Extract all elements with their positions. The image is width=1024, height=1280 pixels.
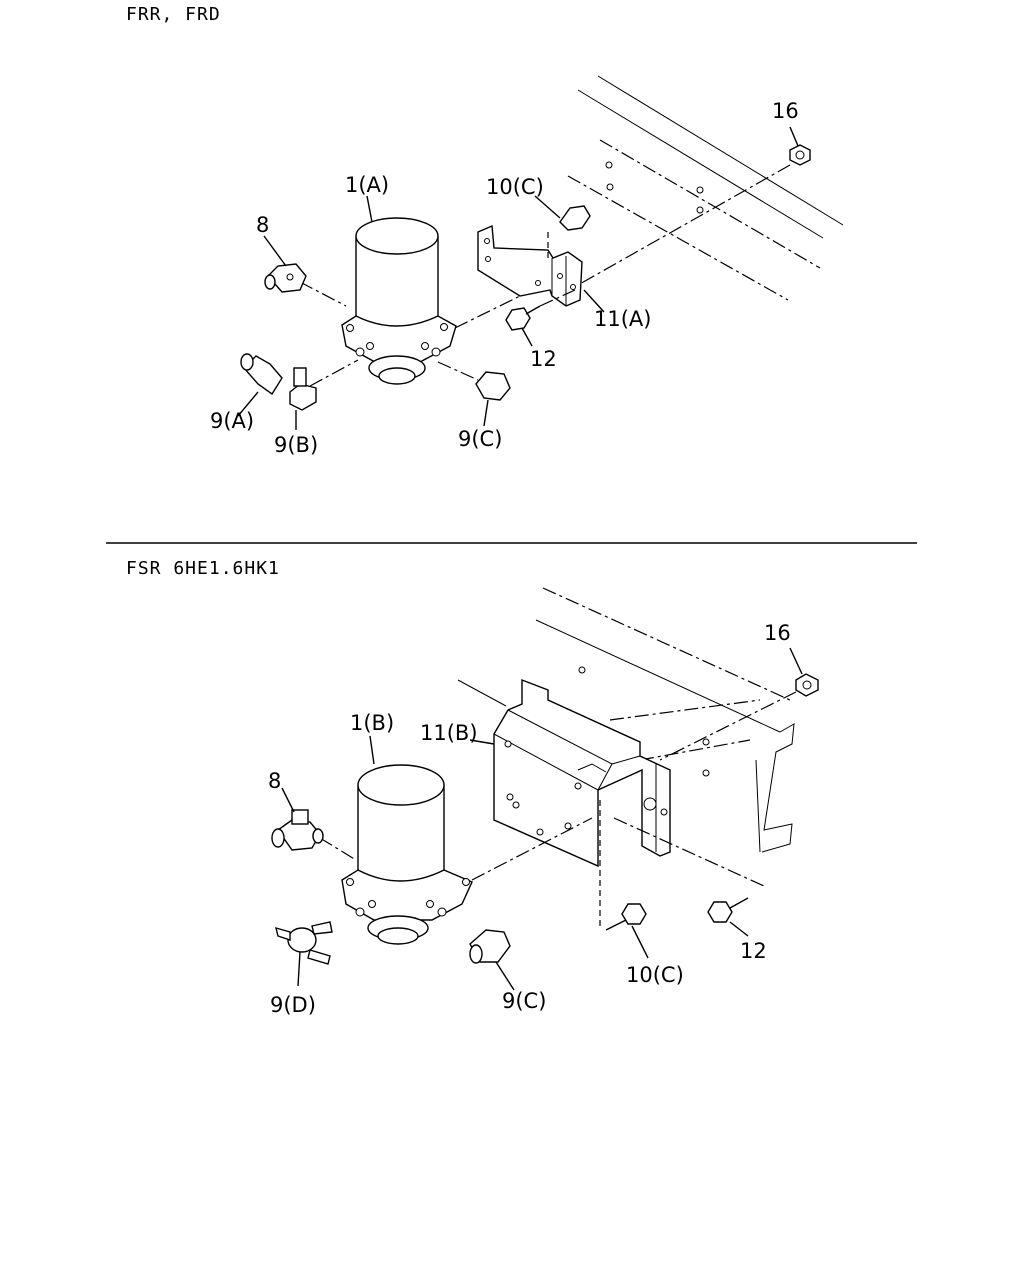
callout-11b: 11(B) xyxy=(420,721,478,745)
bolt-12-top xyxy=(505,289,576,347)
connector-line-b xyxy=(299,281,347,307)
bolt-axis-line-bottom xyxy=(659,691,797,761)
callout-8-top: 8 xyxy=(256,213,269,237)
frame-rail-bottom xyxy=(535,587,795,853)
callout-16-top: 16 xyxy=(772,99,799,123)
elbow-fitting-9c-bottom xyxy=(469,929,515,991)
fitting-9c-top xyxy=(475,371,511,427)
callout-9d: 9(D) xyxy=(270,993,316,1017)
bolt-12-path xyxy=(613,817,765,887)
bolt-10c-bottom xyxy=(605,903,649,959)
nut-16-top xyxy=(789,126,811,166)
callout-1b: 1(B) xyxy=(350,711,394,735)
frame-rail-top xyxy=(567,75,844,301)
callout-1a: 1(A) xyxy=(345,173,389,197)
connector-line-f xyxy=(319,837,357,861)
callout-16-bottom: 16 xyxy=(764,621,791,645)
bolt-12-bottom xyxy=(707,897,749,937)
elbow-fitting-8-top xyxy=(263,235,307,293)
fitting-9b xyxy=(289,367,317,430)
section-title-bottom: FSR 6HE1.6HK1 xyxy=(126,558,280,579)
bolt-10c-top xyxy=(534,195,591,260)
callout-10c-top: 10(C) xyxy=(486,175,544,199)
connector-line-c xyxy=(309,359,359,387)
bottom-assembly xyxy=(271,587,819,991)
connector-line-d xyxy=(437,361,479,381)
bracket-11b xyxy=(457,678,671,868)
bolt-axis-line-top xyxy=(577,164,791,286)
callout-12-top: 12 xyxy=(530,347,557,371)
cross-fitting-9d xyxy=(275,921,333,987)
callout-9c-top: 9(C) xyxy=(458,427,502,451)
callout-9c-bottom: 9(C) xyxy=(502,989,546,1013)
connector-line-a xyxy=(454,295,521,329)
tee-fitting-8-bottom xyxy=(271,787,324,851)
callout-8-bottom: 8 xyxy=(268,769,281,793)
bracket-11a xyxy=(477,224,605,313)
callout-10c-bottom: 10(C) xyxy=(626,963,684,987)
callout-9a: 9(A) xyxy=(210,409,254,433)
callout-11a: 11(A) xyxy=(594,307,651,331)
section-title-top: FRR, FRD xyxy=(126,4,221,25)
nut-16-bottom xyxy=(789,647,819,697)
callout-9b: 9(B) xyxy=(274,433,318,457)
callout-12-bottom: 12 xyxy=(740,939,767,963)
fitting-9a xyxy=(237,353,283,417)
air-dryer-1a xyxy=(341,195,457,385)
top-assembly xyxy=(237,75,844,430)
air-dryer-1b xyxy=(341,735,473,945)
connector-line-e xyxy=(471,817,593,881)
